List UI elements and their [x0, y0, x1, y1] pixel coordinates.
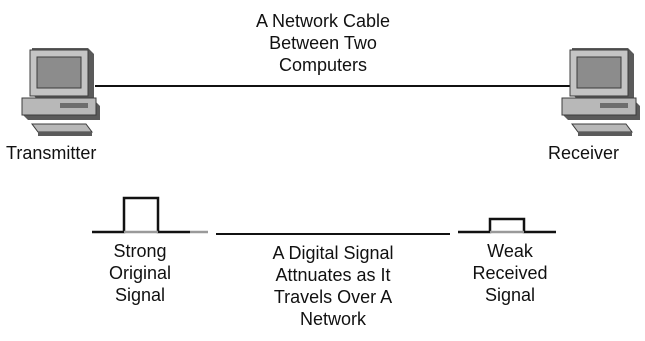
receiver-label: Receiver: [548, 143, 620, 163]
weak-signal-caption: Weak Received Signal: [472, 241, 548, 305]
cable-caption: A Network Cable Between Two Computers: [255, 11, 391, 75]
transmitter-label: Transmitter: [6, 143, 97, 163]
weak-signal-pulse: [458, 217, 556, 234]
attenuation-caption: A Digital Signal Attnuates as It Travels…: [272, 243, 394, 329]
strong-signal-caption: Strong Original Signal: [108, 241, 172, 305]
transmitter-computer-icon: [21, 48, 100, 136]
receiver-computer-icon: [561, 48, 640, 136]
strong-signal-pulse: [92, 196, 208, 234]
